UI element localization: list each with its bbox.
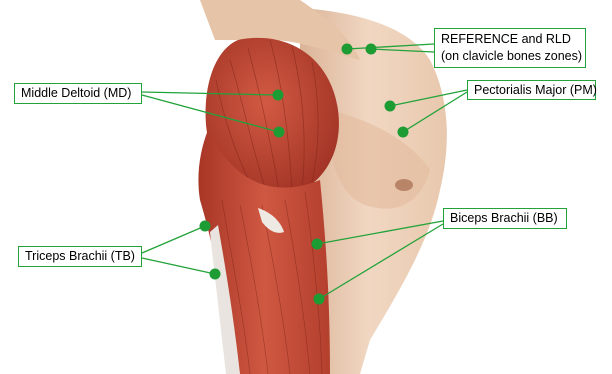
marker-biceps-1	[312, 239, 323, 250]
reference-label-line-1: REFERENCE and RLD	[441, 31, 579, 48]
triceps-brachii-callout: Triceps Brachii (TB)	[18, 246, 142, 267]
biceps-brachii-callout: Biceps Brachii (BB)	[443, 208, 567, 229]
marker-triceps-1	[200, 221, 211, 232]
marker-reference-2	[366, 44, 377, 55]
reference-label-line-2: (on clavicle bones zones)	[441, 48, 579, 65]
pectoralis-major-callout: Pectorialis Major (PM)	[467, 80, 596, 100]
nipple	[395, 179, 413, 191]
reference-callout: REFERENCE and RLD (on clavicle bones zon…	[434, 28, 586, 68]
marker-deltoid-2	[274, 127, 285, 138]
marker-deltoid-1	[273, 90, 284, 101]
marker-reference-1	[342, 44, 353, 55]
middle-deltoid-callout: Middle Deltoid (MD)	[14, 83, 142, 104]
marker-biceps-2	[314, 294, 325, 305]
marker-triceps-2	[210, 269, 221, 280]
marker-pectoralis-2	[398, 127, 409, 138]
marker-pectoralis-1	[385, 101, 396, 112]
